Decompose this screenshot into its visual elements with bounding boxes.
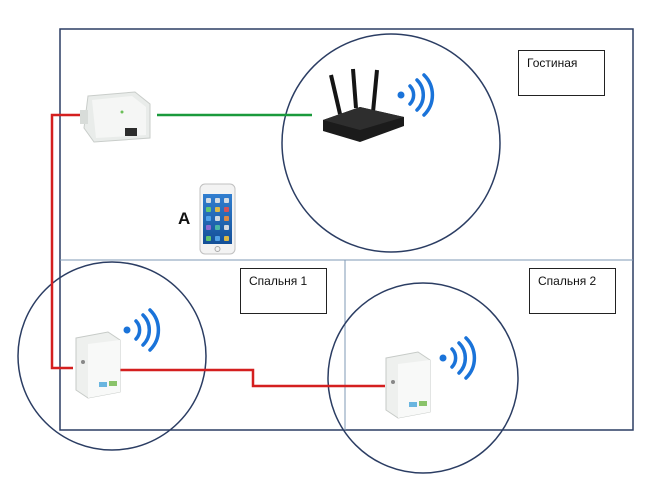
room-label-text: Спальня 1 [249, 274, 308, 288]
room-label-bedroom-1: Спальня 1 [240, 268, 327, 314]
device-marker: A [178, 209, 191, 228]
wifi-powerline-extender-icon [75, 331, 121, 399]
wifi-signal-icon [439, 336, 477, 380]
powerline-wire-right [120, 368, 385, 388]
wifi-signal-icon [123, 308, 161, 352]
smartphone-icon [199, 183, 236, 255]
room-label-bedroom-2: Спальня 2 [529, 268, 616, 314]
wifi-powerline-extender-icon [385, 351, 431, 419]
extender-1-coverage-circle [17, 261, 207, 451]
room-label-living-room: Гостиная [518, 50, 605, 96]
room-label-text: Гостиная [527, 56, 578, 70]
wifi-signal-icon [397, 73, 435, 117]
powerline-adapter-icon [80, 91, 151, 143]
router-coverage-circle [281, 33, 501, 253]
router-icon [323, 68, 404, 142]
room-label-text: Спальня 2 [538, 274, 597, 288]
powerline-wire-left [50, 113, 82, 370]
house-outline [59, 28, 634, 431]
extender-2-coverage-circle [327, 282, 519, 474]
